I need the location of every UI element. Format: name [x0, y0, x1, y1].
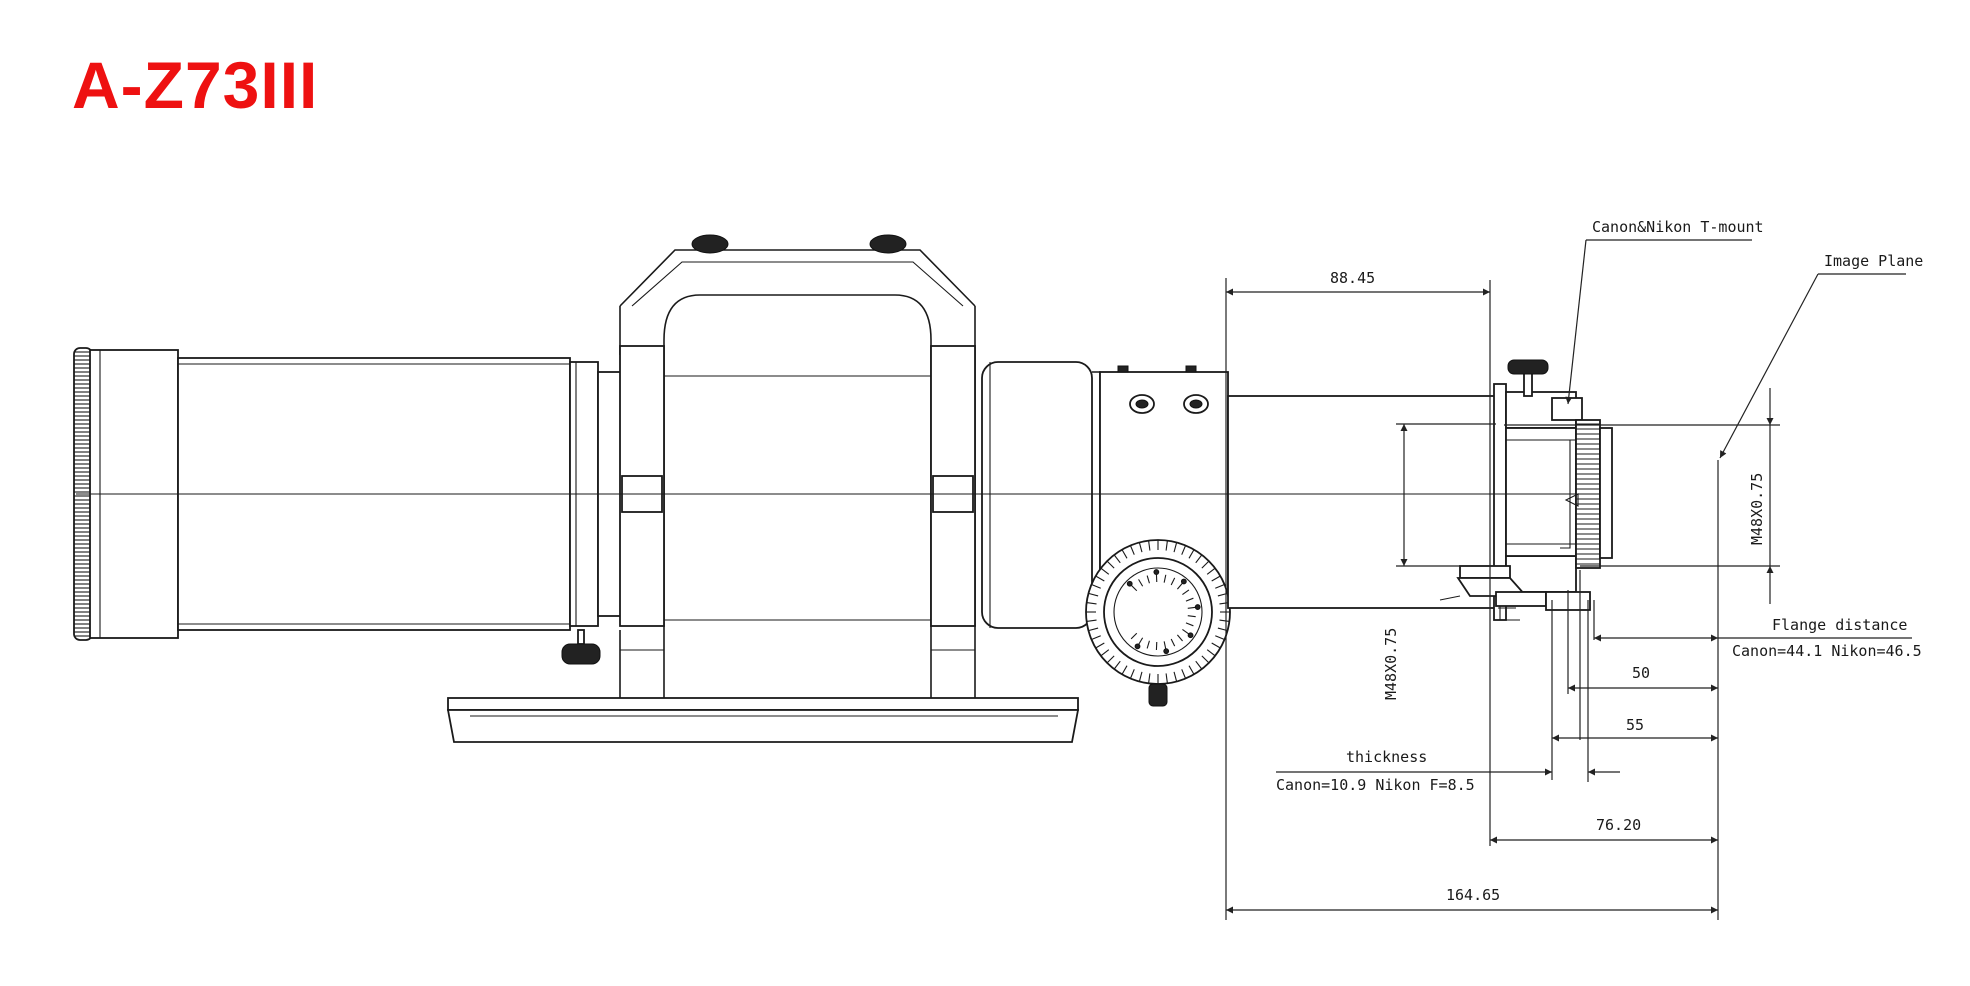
thickness-values: Canon=10.9 Nikon F=8.5 [1276, 776, 1475, 794]
page-title: A-Z73III [72, 48, 319, 122]
t-mount-adapter [1439, 359, 1613, 621]
dimension-50: 50 [1632, 664, 1650, 682]
thickness-title: thickness [1346, 748, 1427, 766]
image-plane-label: Image Plane [1824, 252, 1923, 270]
t-mount-label: Canon&Nikon T-mount [1592, 218, 1764, 236]
dimension-76-20: 76.20 [1596, 816, 1641, 834]
tube-ring-handle [619, 234, 976, 698]
dimension-88-45: 88.45 [1330, 269, 1375, 287]
lock-screw [561, 629, 601, 665]
flange-distance-values: Canon=44.1 Nikon=46.5 [1732, 642, 1922, 660]
flange-distance-title: Flange distance [1772, 616, 1907, 634]
thread-label-left: M48X0.75 [1382, 628, 1400, 700]
draw-tube [1227, 395, 1499, 609]
dimension-55: 55 [1626, 716, 1644, 734]
dimension-164-65: 164.65 [1446, 886, 1500, 904]
focus-knob [1085, 539, 1231, 707]
telescope-body [73, 234, 1613, 743]
dimension-lines: 88.45 M48X0.75 M48X0.75 Flange distance … [1225, 218, 1923, 920]
dovetail-plate [446, 697, 1080, 743]
thread-label-right: M48X0.75 [1748, 473, 1766, 545]
